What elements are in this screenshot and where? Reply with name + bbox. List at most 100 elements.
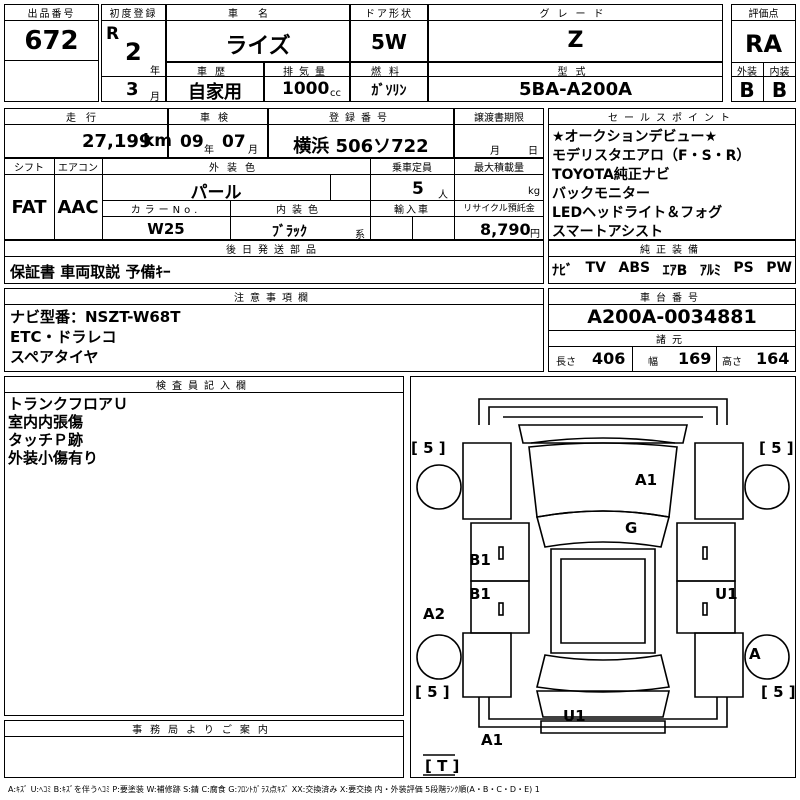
height: 164 — [756, 349, 790, 368]
shift-label: シフト — [14, 163, 44, 174]
inspector-label: 検査員記入欄 — [156, 381, 252, 392]
inspection-month: 07 — [222, 132, 246, 152]
equipment-box — [548, 240, 796, 284]
recycle-label: リサイクル預託金 — [463, 204, 535, 214]
damage-door-rr: U1 — [715, 585, 738, 603]
damage-fender-rl: A2 — [423, 605, 446, 623]
sales-box — [548, 108, 796, 240]
colorno-label: カラーNo. — [130, 205, 202, 216]
lot-box — [4, 4, 99, 102]
office-box — [4, 720, 404, 778]
fuel-box — [350, 62, 428, 102]
load-unit: kg — [528, 186, 541, 197]
history-label: 車歴 — [197, 67, 233, 78]
docs-text: 保証書 車両取説 予備ｷｰ — [10, 263, 171, 281]
door-box — [350, 4, 428, 62]
lot-label: 出品番号 — [27, 9, 76, 20]
equipment-label: 純正装備 — [640, 245, 704, 256]
era: R — [106, 24, 120, 44]
sales-point: モデリスタエアロ（F・S・R） — [552, 148, 751, 164]
exterior-color: パール — [190, 183, 242, 203]
inspector-box — [4, 376, 404, 716]
reg-no-label: 登録番号 — [329, 113, 393, 124]
grade-box — [428, 4, 723, 62]
spare-tire-score: [ T ] — [425, 757, 460, 775]
width: 169 — [678, 349, 712, 368]
reg-number: 横浜 506ソ722 — [293, 136, 429, 157]
ext-label: 外装 — [737, 67, 757, 78]
equipment-item: PS — [733, 260, 754, 276]
equipment-item: ABS — [618, 260, 651, 276]
capacity-label: 乗車定員 — [392, 163, 432, 174]
inspection-year-unit: 年 — [204, 145, 214, 156]
score: RA — [744, 30, 783, 58]
ac-label: エアコン — [58, 163, 98, 174]
reg-no-box — [268, 108, 454, 158]
car-name-box — [166, 4, 350, 62]
cc-label: 排気量 — [283, 67, 331, 78]
capacity: 5 — [412, 179, 424, 199]
displacement: 1000 — [282, 79, 330, 99]
sales-point: スマートアシスト — [552, 224, 664, 240]
transfer-month-unit: 月 — [490, 146, 500, 157]
first-reg-label: 初度登録 — [109, 9, 158, 20]
inspection-box — [168, 108, 268, 158]
intcolor-label: 内装色 — [276, 205, 324, 216]
history-box — [166, 62, 264, 102]
docs-label: 後日発送部品 — [226, 245, 322, 256]
spec-block — [4, 158, 544, 240]
office-label: 事務局よりご案内 — [132, 725, 276, 736]
car-outline-svg — [416, 398, 790, 776]
chassis-number: A200A-0034881 — [587, 306, 757, 328]
cc-box — [264, 62, 350, 102]
inspector-line: 外装小傷有り — [8, 449, 99, 467]
transfer-label: 譲渡書期限 — [474, 113, 524, 124]
inspector-line: 室内内張傷 — [8, 413, 84, 431]
model-label: 型式 — [557, 67, 594, 78]
year-unit: 年 — [150, 66, 160, 77]
inspection-label: 車検 — [200, 113, 236, 124]
tire-rr-score: [ 5 ] — [761, 683, 796, 701]
notes-label: 注意事項欄 — [234, 293, 314, 304]
car-name-label: 車名 — [228, 9, 288, 20]
notes-box — [4, 288, 544, 372]
mileage-box — [4, 108, 168, 158]
length-label: 長さ — [556, 357, 576, 368]
equipment-item: ｴｱB — [662, 263, 688, 279]
grade-label: グレード — [539, 9, 612, 20]
capacity-unit: 人 — [438, 190, 448, 201]
intcolor-unit: 系 — [355, 230, 365, 241]
sales-label: セールスポイント — [608, 113, 736, 124]
equipment-item: TV — [585, 260, 606, 276]
color-number: W25 — [147, 220, 185, 238]
inspection-month-unit: 月 — [248, 145, 258, 156]
recycle-fee: 8,790 — [480, 220, 531, 239]
history: 自家用 — [188, 82, 242, 103]
sales-point: ★オークションデビュー★ — [552, 129, 718, 145]
reg-year: 2 — [125, 38, 142, 66]
damage-door-rl: B1 — [469, 585, 491, 603]
tire-fl-score: [ 5 ] — [411, 439, 446, 457]
damage-hood: A1 — [635, 471, 658, 489]
lot-number: 672 — [24, 26, 79, 56]
sales-point: LEDヘッドライト＆フォグ — [552, 205, 723, 221]
mileage-unit: km — [143, 131, 173, 151]
interior-color: ﾌﾞﾗｯｸ — [272, 224, 307, 240]
load-label: 最大積載量 — [474, 163, 524, 174]
ext-grade: B — [739, 78, 755, 102]
cc-unit: cc — [330, 88, 341, 99]
width-label: 幅 — [648, 357, 658, 368]
import-label: 輸入車 — [394, 205, 430, 216]
int-label: 内装 — [769, 67, 790, 78]
equipment-item: PW — [766, 260, 792, 276]
color-label: 外装色 — [209, 163, 263, 174]
recycle-unit: 円 — [530, 229, 540, 240]
note-line: ナビ型番：NSZT-W68T — [10, 308, 181, 326]
inspector-line: トランクフロアＵ — [8, 395, 129, 413]
month-unit: 月 — [150, 92, 160, 103]
air-conditioner: AAC — [57, 197, 99, 218]
tire-fr-score: [ 5 ] — [759, 439, 794, 457]
damage-wheel-rr: A — [749, 645, 761, 663]
length: 406 — [592, 349, 626, 368]
door-label: ドア形状 — [365, 9, 413, 20]
